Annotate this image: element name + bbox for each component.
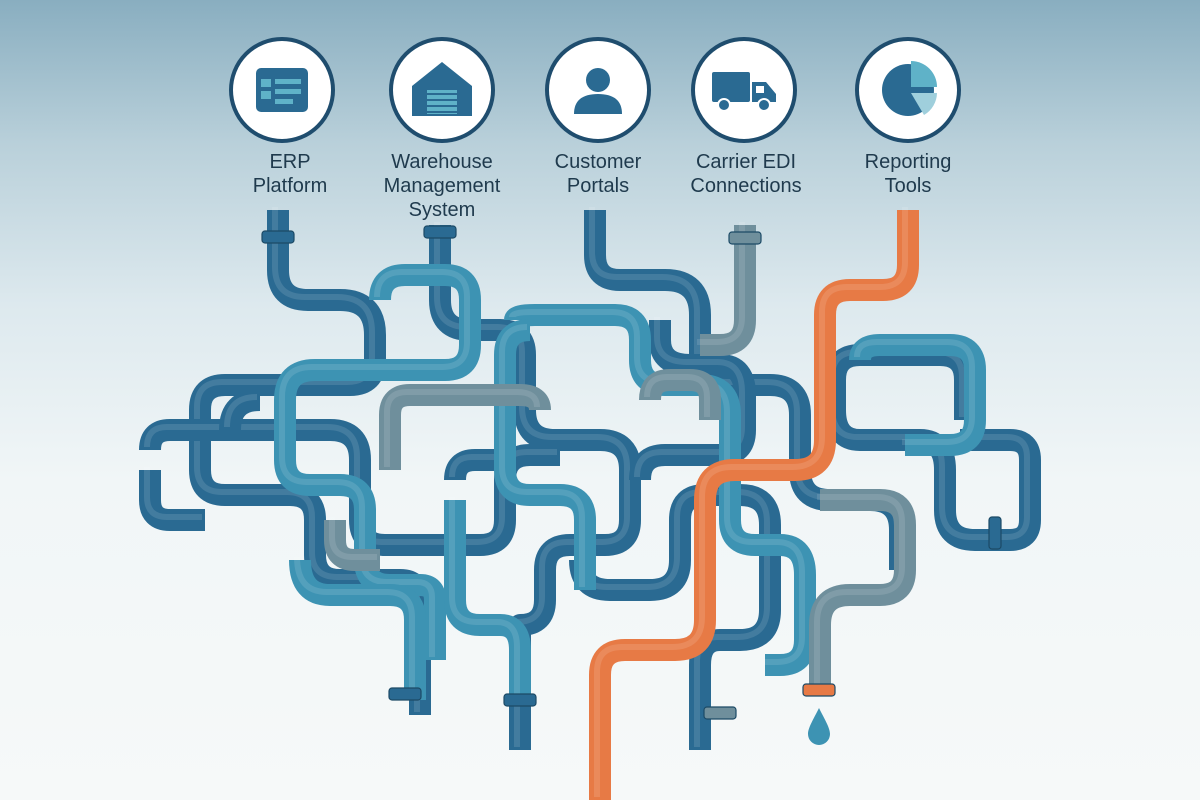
water-drop-icon: [808, 708, 830, 745]
pipe-coupling: [503, 693, 537, 707]
pipe-highlight: [384, 389, 540, 467]
pie-chart-icon: [855, 37, 961, 143]
pipe-highlight: [594, 207, 908, 797]
pipe-highlight: [329, 517, 377, 560]
wms-label: Warehouse Management System: [383, 151, 501, 221]
pipe-dark-blue: [139, 470, 205, 531]
pipe-dark-blue: [444, 449, 505, 481]
portal-label: Customer Portals: [554, 151, 642, 197]
pipe-gray: [809, 489, 916, 690]
system-icons: [229, 37, 961, 143]
pipe-coupling: [703, 706, 737, 720]
pipe-mid-blue: [494, 319, 596, 590]
pipe-highlight: [697, 222, 745, 345]
pipe-mid-blue: [274, 264, 481, 660]
truck-icon: [691, 37, 797, 143]
pipe-dark-blue: [219, 389, 261, 431]
pipe-mid-blue: [444, 500, 531, 700]
reporting-label: Reporting Tools: [864, 151, 952, 197]
pipe-highlight: [434, 222, 630, 747]
pipe-highlight: [854, 339, 975, 445]
pipe-mid-blue: [504, 304, 816, 676]
warehouse-icon: [389, 37, 495, 143]
user-icon: [545, 37, 651, 143]
pipe-coupling: [728, 231, 762, 245]
pipe-highlight: [449, 454, 502, 478]
pipe-highlight: [449, 497, 520, 697]
erp-label: ERP Platform: [252, 151, 328, 197]
pipe-network: [139, 207, 1041, 800]
pipe-highlight: [634, 317, 745, 478]
pipe-highlight: [644, 374, 710, 417]
dashboard-icon: [229, 37, 335, 143]
pipe-coupling: [388, 687, 422, 701]
pipe-coupling: [802, 683, 836, 697]
pipe-coupling: [423, 225, 457, 239]
pipe-highlight: [814, 494, 905, 687]
pipe-highlight: [144, 467, 202, 520]
pipe-coupling: [261, 230, 295, 244]
pipe-dark-blue: [429, 225, 641, 750]
pipe-highlight: [499, 324, 585, 587]
pipe-mid-blue: [289, 559, 426, 700]
pipe-orange: [589, 210, 919, 800]
pipe-coupling: [988, 516, 1002, 550]
pipe-dark-blue: [629, 320, 756, 481]
pipe-highlight: [224, 394, 258, 428]
pipe-gray: [379, 384, 551, 470]
pipe-gray: [639, 369, 721, 420]
pipe-highlight: [294, 556, 415, 697]
pipe-highlight: [279, 269, 470, 657]
edi-label: Carrier EDI Connections: [690, 151, 802, 197]
pipe-gray: [700, 225, 756, 356]
pipe-mid-blue: [849, 334, 986, 456]
pipe-highlight: [509, 309, 805, 665]
pipe-gray: [324, 520, 380, 571]
